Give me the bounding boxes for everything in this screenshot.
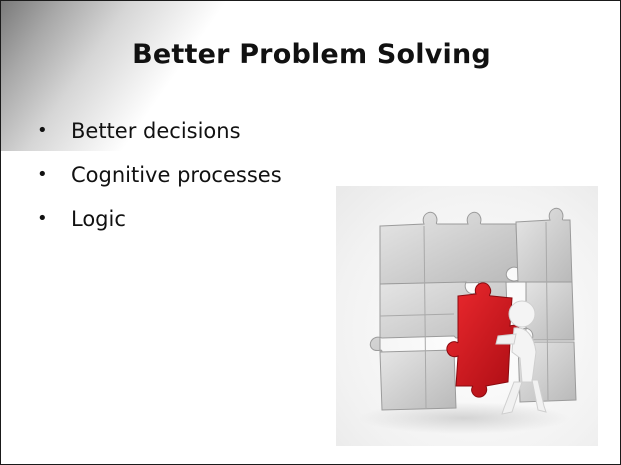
bullet-item: • Logic xyxy=(37,203,282,247)
puzzle-figure-image xyxy=(336,186,598,446)
bullet-dot-icon: • xyxy=(37,164,48,185)
corner-gradient xyxy=(1,1,331,151)
slide-title: Better Problem Solving xyxy=(132,39,491,70)
bullet-text: Cognitive processes xyxy=(71,163,282,187)
bullet-item: • Cognitive processes xyxy=(37,159,282,203)
bullet-dot-icon: • xyxy=(37,208,48,229)
bullet-item: • Better decisions xyxy=(37,115,282,159)
red-puzzle-piece xyxy=(446,282,522,398)
bullet-dot-icon: • xyxy=(37,120,48,141)
bullet-text: Better decisions xyxy=(71,119,241,143)
puzzle-illustration xyxy=(359,207,577,434)
floor-shadow xyxy=(359,402,569,434)
bullet-list: • Better decisions • Cognitive processes… xyxy=(37,115,282,247)
gray-puzzle-wall xyxy=(369,207,577,411)
pushing-figure xyxy=(495,300,547,415)
bullet-text: Logic xyxy=(71,207,126,231)
